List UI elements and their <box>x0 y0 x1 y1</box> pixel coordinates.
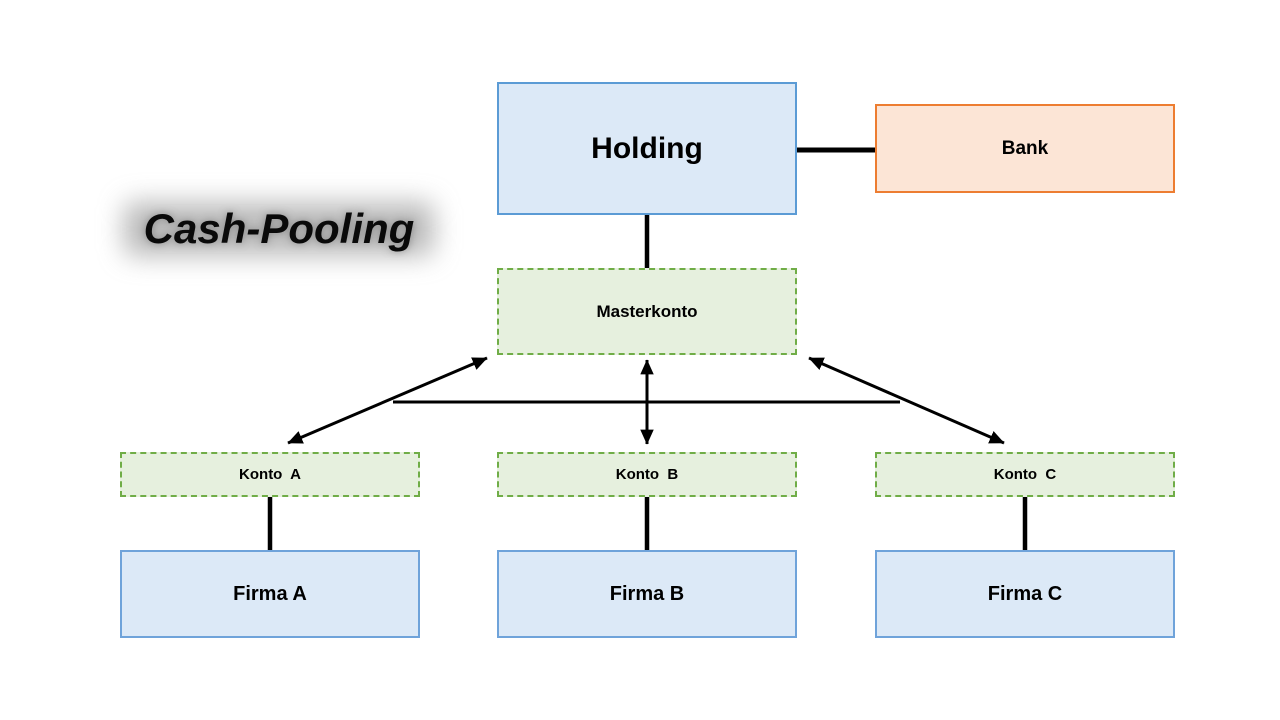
node-bank-label: Bank <box>1001 137 1049 159</box>
node-konto-a-label: Konto A <box>239 466 301 483</box>
node-firma-b: Firma B <box>497 550 797 638</box>
slide-title-text: Cash-Pooling <box>143 205 415 252</box>
node-bank: Bank <box>875 104 1175 193</box>
node-konto-c-label: Konto C <box>993 466 1057 483</box>
node-holding: Holding <box>497 82 797 215</box>
edge-masterkonto-konto-a <box>287 356 488 445</box>
node-firma-b-label: Firma B <box>609 582 685 605</box>
node-konto-b: Konto B <box>497 452 797 497</box>
edge-masterkonto-konto-c <box>808 356 1005 445</box>
node-firma-a-label: Firma A <box>233 582 307 605</box>
node-masterkonto: Masterkonto <box>497 268 797 355</box>
slide-title: Cash-Pooling <box>116 192 442 266</box>
node-konto-c: Konto C <box>875 452 1175 497</box>
node-firma-c: Firma C <box>875 550 1175 638</box>
node-firma-c-label: Firma C <box>987 582 1063 605</box>
node-konto-b-label: Konto B <box>615 466 679 483</box>
node-masterkonto-label: Masterkonto <box>596 301 698 321</box>
node-holding-label: Holding <box>591 131 703 165</box>
node-firma-a: Firma A <box>120 550 420 638</box>
node-konto-a: Konto A <box>120 452 420 497</box>
